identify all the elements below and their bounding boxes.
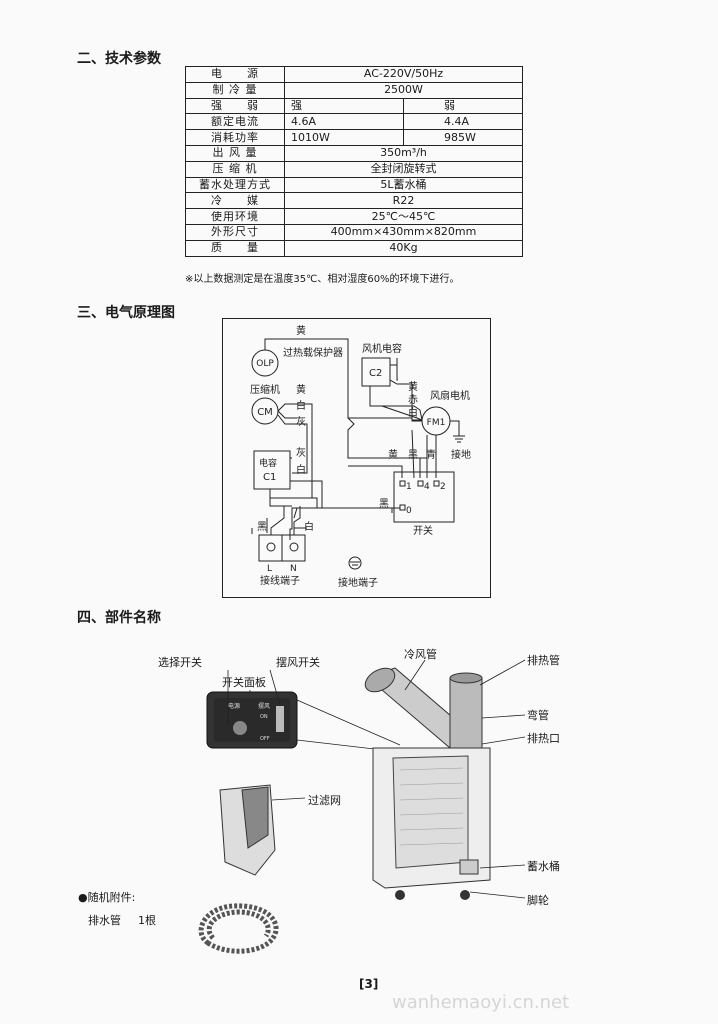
ground-label: 接地 (451, 448, 471, 461)
label-exhaust-duct: 排热管 (527, 654, 560, 667)
filter-image (219, 784, 306, 876)
label-exhaust-port: 排热口 (527, 732, 560, 745)
c1-desc: 电容 (259, 457, 277, 469)
accessory-item: 排水管 (88, 914, 121, 927)
circuit-diagram: OLP 过热载保护器 黄 压缩机 CM 黄 白 灰 灰 白 电容 C1 风机电容… (222, 318, 491, 598)
c1-symbol (253, 450, 291, 490)
accessory-qty: 1根 (138, 914, 156, 927)
switch-symbol (393, 471, 455, 523)
table-row: 强 弱强弱 (185, 97, 523, 115)
panel-on-label: ON (260, 714, 268, 720)
spec-note: ※以上数据测定是在温度35℃、相对湿度60%的环境下进行。 (185, 274, 460, 285)
panel-swing-label: 摆风 (258, 702, 270, 710)
ground-terminal-label: 接地端子 (338, 576, 378, 589)
wire-label-yellow: 黄 (296, 383, 306, 396)
label-water-tank: 蓄水桶 (527, 860, 560, 873)
wire-label-black: 黑 (257, 521, 267, 533)
label-select-switch: 选择开关 (158, 656, 202, 669)
swing-switch-icon (276, 706, 284, 732)
olp-label: OLP (256, 359, 274, 369)
ground-terminal-symbol (348, 556, 362, 570)
label-elbow: 弯管 (527, 709, 549, 722)
switch-pin-0: 0 (406, 506, 412, 516)
wire-label-yellow: 黄 (408, 380, 418, 393)
olp-desc: 过热载保护器 (283, 346, 343, 359)
wire-label-cyan: 青 (426, 448, 436, 461)
wire-label-black: 黑 (379, 498, 389, 510)
table-row: 压 缩 机全封闭旋转式 (185, 160, 523, 178)
wire-label-white: 白 (296, 399, 306, 412)
wire-label-grey: 灰 (296, 415, 306, 428)
accessories-title: ●随机附件: (78, 891, 136, 904)
section-title-circuit: 三、电气原理图 (77, 305, 175, 321)
c2-desc: 风机电容 (362, 342, 402, 355)
cm-desc: 压缩机 (250, 383, 280, 396)
wire-label-white: 白 (408, 406, 418, 419)
c2-symbol (361, 357, 391, 387)
drain-hose-image (198, 903, 279, 954)
cm-label: CM (257, 407, 273, 418)
wire-label-white: 白 (304, 520, 314, 533)
wire-label-black: 黑 (408, 449, 418, 461)
wire-label-yellow: 黄 (388, 448, 398, 461)
panel-power-label: 电源 (228, 702, 240, 710)
terminal-L: L (267, 564, 272, 574)
label-swing-switch: 摆风开关 (276, 656, 320, 669)
watermark: wanhemaoyi.cn.net (392, 992, 570, 1013)
switch-pin-4: 4 (424, 482, 430, 492)
switch-pin-1: 1 (406, 482, 412, 492)
wire-label-yellow: 黄 (296, 324, 306, 337)
switch-label: 开关 (413, 524, 433, 537)
page-number: [3] (359, 977, 379, 991)
section-title-specs: 二、技术参数 (77, 51, 161, 67)
section-title-parts: 四、部件名称 (77, 610, 161, 626)
c2-label: C2 (369, 368, 382, 379)
c1-label: C1 (263, 472, 276, 483)
diagram-frame (222, 318, 491, 598)
label-caster: 脚轮 (527, 894, 549, 907)
wire-label-grey: 灰 (296, 446, 306, 459)
label-cold-duct: 冷风管 (404, 648, 437, 661)
wire-label-red: 赤 (408, 394, 418, 406)
parts-illustration: 电源 摆风 ON OFF (206, 659, 526, 900)
terminal-label: 接线端子 (260, 574, 300, 587)
cooler-unit-image (364, 667, 491, 900)
select-knob-icon (233, 721, 247, 735)
label-switch-panel: 开关面板 (222, 676, 266, 689)
label-filter: 过滤网 (308, 794, 341, 807)
fm1-desc: 风扇电机 (430, 389, 470, 402)
switch-panel-image: 电源 摆风 ON OFF (206, 691, 298, 749)
fm1-label: FM1 (427, 418, 446, 428)
panel-off-label: OFF (260, 736, 270, 742)
terminal-N: N (290, 564, 297, 574)
switch-pin-2: 2 (440, 482, 446, 492)
wire-label-white: 白 (296, 463, 306, 476)
